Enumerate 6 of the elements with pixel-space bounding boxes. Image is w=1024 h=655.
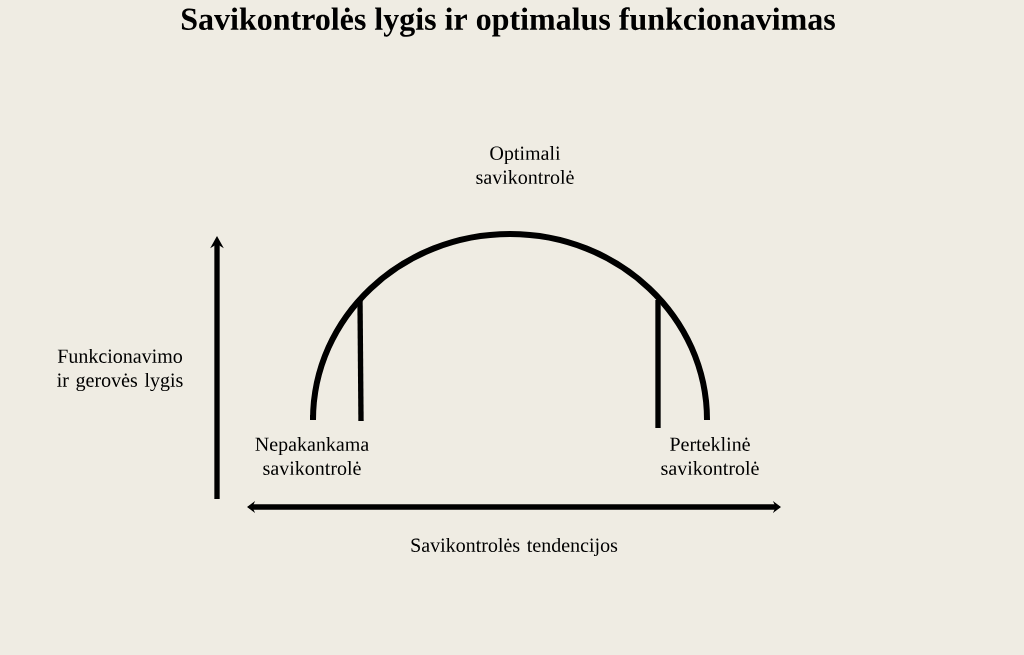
axis-label: Funkcionavimo ir gerovės lygis <box>57 348 183 392</box>
curve-label: Nepakankama savikontrolė <box>255 436 369 475</box>
axis-label: Savikontrolės tendencijos <box>411 537 618 557</box>
curve-label: Optimali savikontrolė <box>476 145 574 184</box>
curve-label: Perteklinė savikontrolė <box>661 436 759 475</box>
title: Savikontrolės lygis ir optimalus funkcionavimas <box>181 7 835 37</box>
